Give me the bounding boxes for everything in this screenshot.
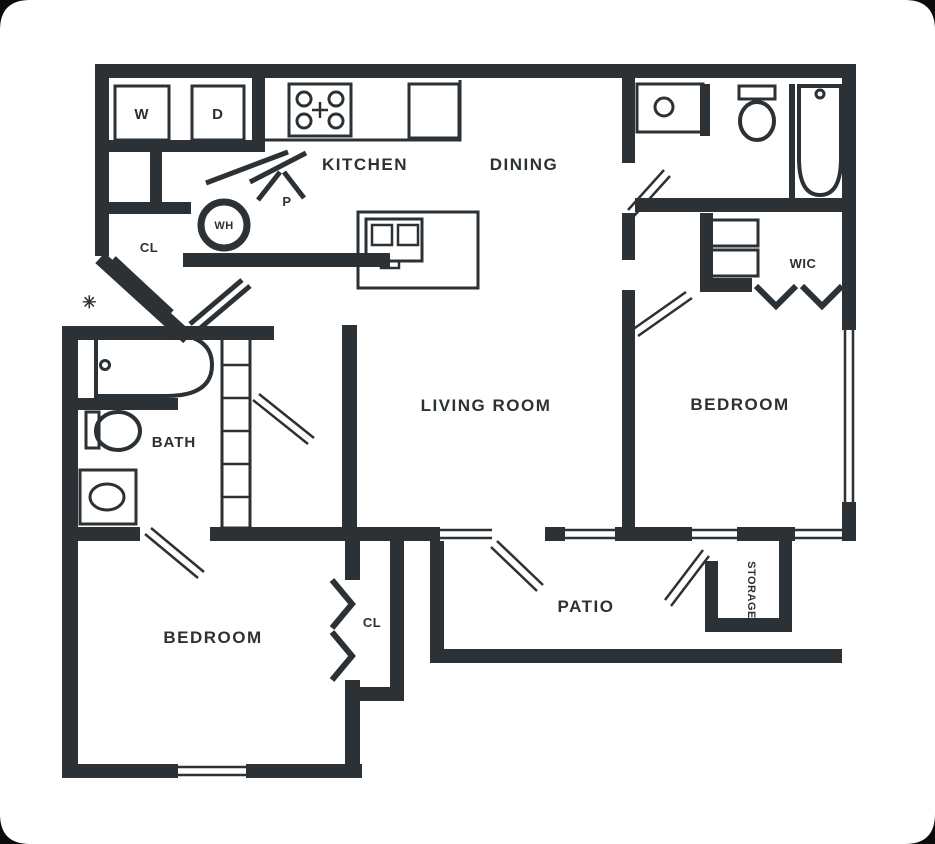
label-bedroom-right: BEDROOM [690, 395, 789, 414]
toilet-right [737, 84, 777, 142]
window-living-patio-1 [440, 528, 492, 540]
window-living-patio-2 [565, 528, 615, 540]
label-dining: DINING [490, 155, 559, 174]
bathtub-left [94, 332, 215, 398]
kitchen-island-sink [356, 210, 480, 290]
doors [104, 149, 845, 682]
label-living-room: LIVING ROOM [421, 396, 552, 415]
corner-mark-bottom-right [905, 814, 935, 844]
entry-door [104, 256, 174, 322]
window-bedroom-right-1 [692, 528, 737, 540]
bath-right-door [627, 169, 671, 217]
toilet-left [84, 410, 142, 452]
label-bath: BATH [152, 434, 197, 451]
corner-mark-top-right [905, 0, 935, 30]
walls [62, 64, 856, 778]
wic-bifold-doors [753, 283, 845, 311]
label-bedroom-left: BEDROOM [163, 628, 262, 647]
label-hall-closet: CL [140, 240, 158, 255]
wic-shelves [704, 218, 760, 278]
label-bedroom-closet: CL [363, 615, 381, 630]
linen-shelves [220, 330, 252, 530]
refrigerator-icon [407, 82, 461, 140]
corner-mark-top-left [0, 0, 30, 30]
patio-door [490, 540, 544, 592]
label-water-heater: WH [214, 220, 233, 232]
kitchen-counter-edge [265, 80, 462, 142]
pantry-door [256, 170, 306, 202]
labels: W D KITCHEN DINING CL WH P WIC LIVING RO… [82, 106, 816, 647]
water-heater-tank [197, 198, 251, 252]
dryer-box [190, 84, 246, 142]
bedroom-left-closet-bifold [329, 578, 356, 682]
window-bedroom-left [178, 765, 246, 777]
label-patio: PATIO [558, 597, 615, 616]
vanity-sink-right [635, 82, 710, 136]
entry-marker-icon: ✳ [82, 293, 98, 312]
label-pantry: P [282, 194, 291, 209]
laundry-doors [205, 149, 308, 186]
range-4-burner-icon [287, 82, 353, 138]
bedroom-left-door [144, 527, 205, 579]
washer-box [113, 84, 171, 142]
windows [178, 330, 855, 777]
label-kitchen: KITCHEN [322, 155, 408, 174]
vanity-sink-left [78, 468, 138, 526]
bedroom-right-door [631, 290, 693, 338]
corner-mark-bottom-left [0, 814, 30, 844]
hall-closet-door [188, 278, 252, 332]
label-washer: W [134, 106, 149, 123]
fixtures [78, 80, 843, 530]
bath-left-door [252, 393, 315, 445]
window-bedroom-right-2 [795, 528, 842, 540]
label-storage: STORAGE [745, 561, 757, 619]
window-bedroom-right-side [843, 330, 855, 502]
label-walk-in-closet: WIC [790, 256, 817, 271]
label-dryer: D [212, 106, 224, 123]
storage-door [664, 549, 710, 607]
bathtub-right [797, 84, 843, 198]
